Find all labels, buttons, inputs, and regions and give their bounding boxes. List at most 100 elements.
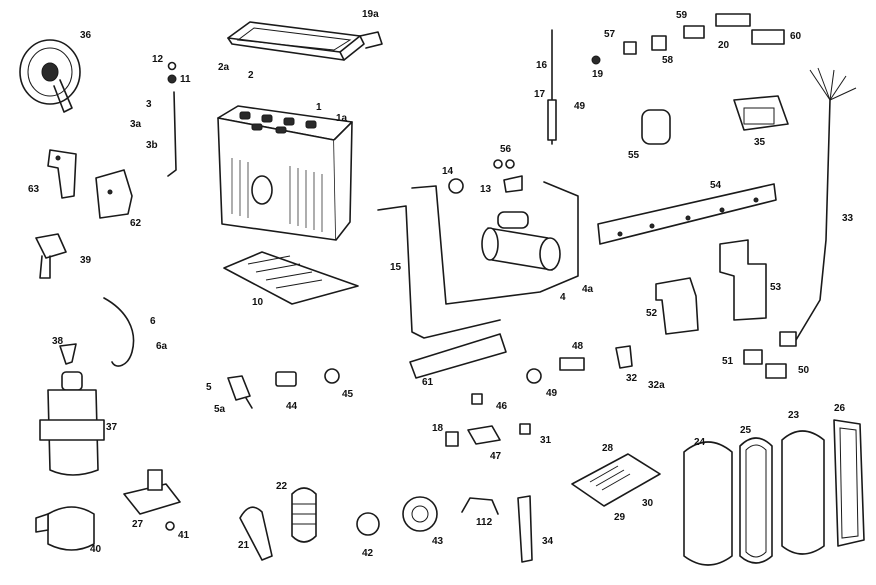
callout-49b: 49	[546, 388, 558, 399]
nut-41	[165, 521, 175, 531]
bracket-63	[47, 149, 77, 199]
callout-28: 28	[602, 443, 614, 454]
callout-46: 46	[496, 401, 508, 412]
grommet-43	[402, 496, 438, 532]
callout-60: 60	[790, 31, 802, 42]
callout-44: 44	[286, 401, 298, 412]
callout-32a: 32a	[648, 380, 665, 391]
lead-wire-6	[103, 297, 135, 367]
callout-5a: 5a	[214, 404, 226, 415]
callout-16: 16	[536, 60, 548, 71]
bracket-52	[655, 277, 699, 335]
callout-10: 10	[252, 297, 264, 308]
callout-47: 47	[490, 451, 502, 462]
bracket-62	[95, 169, 133, 219]
fuse-19	[591, 55, 601, 65]
block-48	[559, 357, 585, 371]
callout-56: 56	[500, 144, 512, 155]
gasket-25	[739, 437, 773, 564]
callout-112: 112	[476, 517, 493, 528]
fuse-box	[571, 453, 661, 507]
battery	[217, 105, 353, 241]
hold-down-rod	[167, 61, 177, 177]
distributor-27	[123, 469, 181, 515]
lamp-body-23	[781, 430, 825, 555]
connector-58	[651, 35, 667, 51]
callout-43: 43	[432, 536, 444, 547]
terminal-56	[493, 159, 515, 169]
callout-36: 36	[80, 30, 92, 41]
lamp-lens-24	[683, 441, 733, 566]
battery-cable-15	[377, 205, 501, 339]
callout-53: 53	[770, 282, 782, 293]
callout-34: 34	[542, 536, 554, 547]
callout-22: 22	[276, 481, 288, 492]
callout-51: 51	[722, 356, 734, 367]
callout-57: 57	[604, 29, 616, 40]
callout-18: 18	[432, 423, 444, 434]
callout-20: 20	[718, 40, 730, 51]
connector-44	[275, 371, 297, 387]
callout-39: 39	[80, 255, 92, 266]
callout-24: 24	[694, 437, 706, 448]
callout-3a: 3a	[130, 119, 142, 130]
terminal-21	[239, 506, 273, 561]
callout-26: 26	[834, 403, 846, 414]
clip-46	[471, 393, 483, 405]
callout-29: 29	[614, 512, 626, 523]
gasket-26	[833, 419, 865, 547]
strap-34	[517, 495, 533, 563]
callout-35: 35	[754, 137, 766, 148]
callout-2a: 2a	[218, 62, 230, 73]
grommet-14	[448, 178, 464, 194]
callout-58: 58	[662, 55, 674, 66]
callout-5: 5	[206, 382, 212, 393]
connector-51	[743, 349, 763, 365]
clip-18	[445, 431, 459, 447]
callout-11: 11	[180, 74, 191, 85]
horn	[19, 39, 81, 113]
ignition-coil	[39, 343, 105, 476]
battery-cable-4	[411, 181, 579, 305]
callout-41: 41	[178, 530, 190, 541]
starter-motor	[481, 211, 561, 271]
plate-47	[467, 425, 501, 445]
callout-37: 37	[106, 422, 118, 433]
battery-clamp-frame	[227, 21, 383, 61]
wiring-harness-33	[795, 99, 831, 341]
connector-20	[715, 13, 751, 27]
callout-31: 31	[540, 435, 552, 446]
callout-13: 13	[480, 184, 492, 195]
callout-6a: 6a	[156, 341, 168, 352]
callout-54: 54	[710, 180, 722, 191]
relay-39	[35, 233, 67, 279]
connector-57	[623, 41, 637, 55]
callout-50: 50	[798, 365, 810, 376]
callout-27: 27	[132, 519, 144, 530]
coil-clamp-40	[35, 506, 95, 551]
callout-4: 4	[560, 292, 566, 303]
callout-14: 14	[442, 166, 454, 177]
grommet-42	[356, 512, 380, 536]
connector-60	[751, 29, 785, 45]
flasher-55	[641, 109, 671, 145]
callout-17: 17	[534, 89, 546, 100]
callout-23: 23	[788, 410, 800, 421]
callout-40: 40	[90, 544, 102, 555]
callout-1a: 1a	[336, 113, 348, 124]
callout-labels: 36 19a 2a 2 12 11 3 3a 3b 1 1a 63 62 39 …	[28, 9, 854, 559]
connector-50	[765, 363, 787, 379]
callout-1: 1	[316, 102, 322, 113]
callout-15: 15	[390, 262, 402, 273]
callout-33: 33	[842, 213, 854, 224]
callout-45: 45	[342, 389, 354, 400]
callout-59: 59	[676, 10, 688, 21]
callout-2: 2	[248, 70, 254, 81]
clip-112	[461, 497, 499, 515]
callout-21: 21	[238, 540, 250, 551]
callout-52: 52	[646, 308, 658, 319]
callout-38: 38	[52, 336, 64, 347]
regulator-35	[733, 95, 789, 131]
